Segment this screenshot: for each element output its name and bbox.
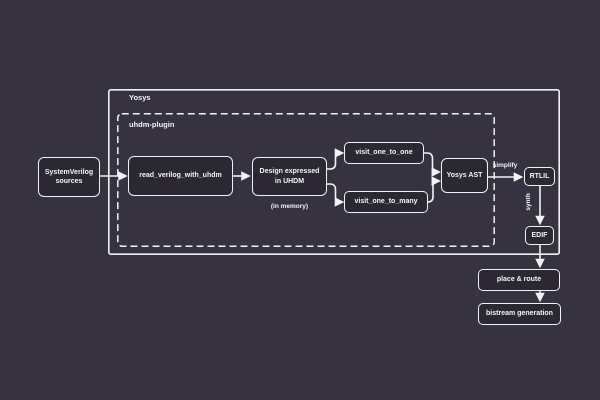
node-edif: EDIF — [525, 226, 554, 245]
node-visit-one-to-many: visit_one_to_many — [344, 191, 428, 213]
edge-visit-one-to-ast — [424, 152, 441, 177]
yosys-container-label: Yosys — [129, 93, 151, 102]
edge-design-to-visit-many — [327, 183, 345, 207]
node-design-expressed-in-uhdm: Design expressed in UHDM — [252, 157, 327, 196]
simplify-edge-label: simplify — [492, 162, 518, 169]
synth-edge-label: synth — [525, 193, 532, 211]
in-memory-note: (in memory) — [270, 203, 309, 210]
node-visit-one-to-one: visit_one_to_one — [344, 142, 424, 164]
node-rtlil: RTLIL — [524, 167, 555, 186]
uhdm-plugin-label: uhdm-plugin — [129, 120, 175, 129]
node-yosys-ast: Yosys AST — [441, 158, 488, 193]
node-systemverilog-sources: SystemVerilog sources — [38, 157, 100, 197]
node-bitstream-generation: bistream generation — [478, 303, 561, 325]
node-place-and-route: place & route — [478, 269, 560, 291]
node-read-verilog-with-uhdm: read_verilog_with_uhdm — [128, 156, 233, 196]
uhdm-plugin-dashed-box — [117, 113, 495, 247]
edge-design-to-visit-one — [327, 148, 345, 170]
edge-visit-many-to-ast — [427, 176, 441, 203]
yosys-container-box — [108, 89, 560, 255]
